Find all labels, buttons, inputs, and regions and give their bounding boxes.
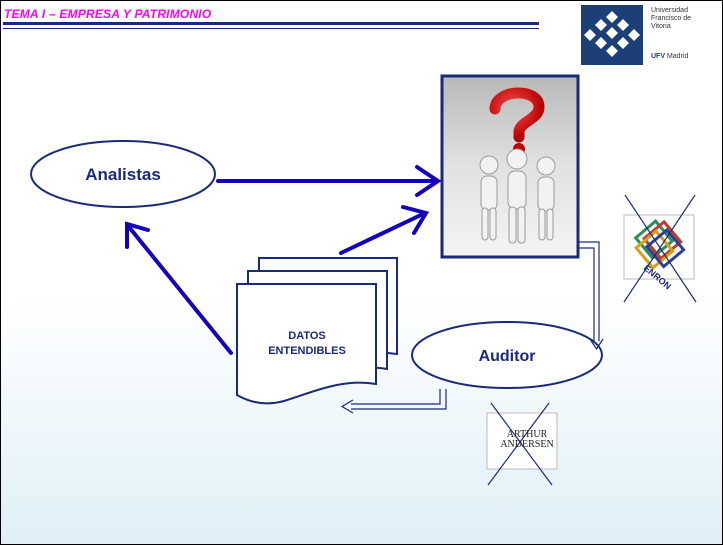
auditor-label: Auditor [479, 348, 536, 365]
header-rule-thin [3, 28, 539, 29]
university-logo: Universidad Francisco de Vitoria UFV Mad… [581, 5, 721, 65]
university-campus: UFV Madrid [651, 53, 688, 60]
arrow-datos-to-question [339, 205, 430, 255]
university-name-line: Universidad [651, 7, 688, 14]
datos-label-line1: DATOS [288, 330, 326, 342]
university-name-line: Francisco de [651, 15, 692, 22]
analistas-node [30, 140, 216, 208]
arthur-andersen-logo-text: ARTHUR ANDERSEN [497, 430, 557, 450]
ufv-emblem-icon [581, 5, 643, 65]
datos-label-line2: ENTENDIBLES [268, 345, 346, 357]
thinking-figures-icon [479, 148, 556, 244]
arthur-line: ARTHUR [506, 429, 548, 440]
arrow-datos-to-analistas [125, 221, 233, 355]
andersen-line: ANDERSEN [500, 439, 554, 450]
arthur-andersen-logo-icon [486, 402, 558, 486]
auditor-node [411, 321, 603, 389]
analistas-label: Analistas [85, 165, 161, 184]
campus-city: Madrid [666, 53, 689, 60]
enron-logo-icon [623, 194, 697, 303]
arrow-question-to-auditor [579, 241, 604, 351]
header-rule [3, 22, 539, 25]
arrow-auditor-to-datos [340, 389, 447, 414]
arrow-analistas-to-question [216, 165, 442, 197]
slide-header-title: TEMA I – EMPRESA Y PATRIMONIO [4, 7, 212, 21]
datos-document-stack [236, 257, 398, 405]
people-question-image [440, 74, 580, 259]
university-name: Universidad Francisco de Vitoria [651, 7, 691, 31]
university-name-line: Vitoria [651, 23, 671, 30]
campus-abbrev: UFV [651, 53, 665, 60]
